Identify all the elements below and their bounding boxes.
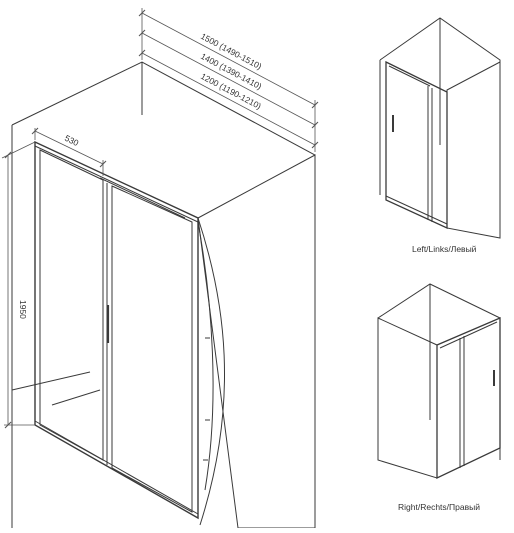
back-wall [11, 61, 316, 528]
bottom-rail [34, 420, 199, 515]
dim-1200-line [141, 52, 316, 146]
door-frame [34, 140, 199, 520]
curved-glass [197, 217, 226, 526]
top-rail-2 [99, 177, 186, 219]
dim-1400-line [141, 32, 316, 126]
dim-height-text: 1950 [18, 300, 28, 319]
sliding-panel [111, 185, 193, 513]
dim-1500-line [141, 12, 316, 106]
dimension-lines [1, 8, 316, 426]
left-door [385, 60, 448, 230]
curved-glass-inner [197, 221, 214, 491]
left-variant-label: Left/Links/Левый [412, 244, 477, 254]
dimension-ticks [4, 9, 319, 429]
left-variant [379, 17, 501, 239]
floor-line [11, 371, 91, 391]
right-variant [377, 283, 501, 480]
dim-530-line [34, 130, 104, 165]
top-rail [34, 145, 199, 223]
fixed-panel [39, 149, 104, 461]
right-variant-label: Right/Rechts/Правый [398, 502, 480, 512]
right-door [436, 317, 501, 480]
floor-back [51, 389, 101, 406]
main-enclosure [11, 61, 316, 529]
side-wall [197, 154, 316, 529]
